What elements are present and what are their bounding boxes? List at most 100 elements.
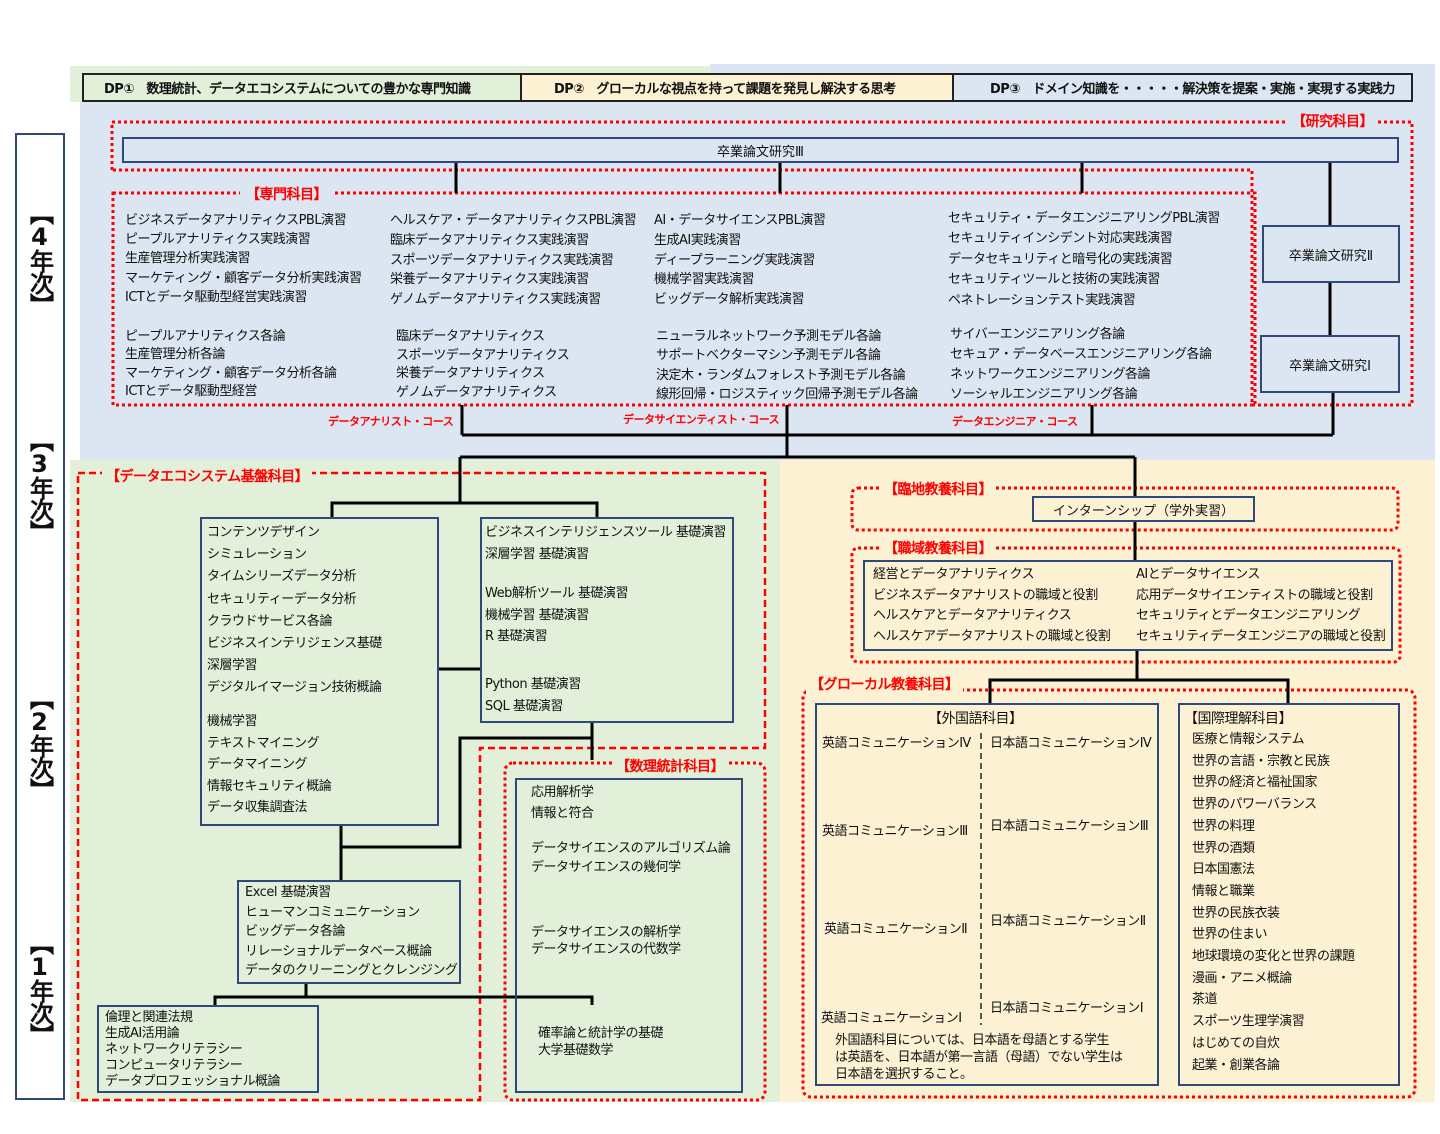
thesis-1-box: 卒業論文研究Ⅰ: [1260, 335, 1400, 393]
course-scientist-label: データサイエンティスト・コース: [623, 413, 780, 426]
course-item: ICTとデータ駆動型経営: [125, 383, 257, 399]
glocal-group-border: [801, 688, 1417, 1099]
course-item: 決定木・ランダムフォレスト予測モデル各論: [656, 367, 906, 383]
intl-understanding-header: 【国際理解科目】: [1184, 711, 1293, 727]
senmon-col1-practice: ビジネスデータアナリティクスPBL演習ピープルアナリティクス実践演習生産管理分析…: [125, 211, 362, 307]
senmon-col4-practice: セキュリティ・データエンジニアリングPBL演習セキュリティインシデント対応実践演…: [948, 209, 1220, 311]
thesis-2-label: 卒業論文研究Ⅱ: [1288, 248, 1374, 264]
rinchi-group-border: [850, 486, 1400, 532]
course-item: 日本国憲法: [1192, 862, 1255, 878]
course-item: ヒューマンコミュニケーション: [245, 904, 420, 920]
course-item: セキュリティインシデント対応実践演習: [948, 231, 1173, 247]
course-item: 生産管理分析各論: [125, 347, 226, 363]
course-item: 世界の経済と福祉国家: [1192, 775, 1318, 791]
course-item: ヘルスケア・データアナリティクスPBL演習: [390, 213, 637, 228]
research-label: 【研究科目】: [1288, 111, 1377, 131]
thesis-3-label: 卒業論文研究Ⅲ: [717, 144, 804, 160]
english-3: 英語コミュニケーションⅢ: [822, 824, 968, 839]
course-item: 世界の民族衣装: [1192, 905, 1280, 921]
course-item: ネットワークエンジニアリング各論: [950, 367, 1151, 382]
course-item: データ収集調査法: [207, 800, 308, 815]
course-item: ビジネスインテリジェンス基礎: [207, 636, 382, 652]
math-group1: 応用解析学情報と符合: [531, 782, 594, 824]
intl-understanding-list: 医療と情報システム世界の言語・宗教と民族世界の経済と福祉国家世界のパワーバランス…: [1192, 729, 1355, 1076]
math-group2: データサイエンスのアルゴリズム論データサイエンスの幾何学: [531, 839, 731, 877]
course-item: シミュレーション: [207, 547, 307, 563]
shokuiki-box: [863, 560, 1393, 651]
course-item: 臨床データアナリティクス: [396, 329, 545, 344]
course-item: 起業・創業各論: [1192, 1057, 1280, 1073]
eco-label: 【データエコシステム基盤科目】: [102, 466, 313, 486]
course-item: 世界の料理: [1192, 818, 1255, 834]
course-item: 情報と職業: [1192, 883, 1255, 899]
course-item: セキュリティツールと技術の実践演習: [948, 272, 1160, 288]
course-item: 日本語を選択すること。: [835, 1067, 973, 1082]
course-item: サポートベクターマシン予測モデル各論: [656, 348, 881, 364]
course-item: 応用データサイエンティストの職域と役割: [1136, 587, 1373, 603]
senmon-group-border: [111, 191, 1257, 407]
year-column: [15, 133, 65, 1100]
course-item: スポーツ生理学演習: [1192, 1014, 1305, 1030]
course-item: 栄養データアナリティクス: [396, 366, 545, 382]
research-group-border: [110, 120, 1414, 407]
eco-box-b-group2: Web解析ツール 基礎演習機械学習 基礎演習 R 基礎演習: [485, 583, 628, 648]
course-item: コンピュータリテラシー: [105, 1058, 243, 1073]
course-item: ビジネスデータアナリティクスPBL演習: [125, 213, 347, 228]
english-4: 英語コミュニケーションⅣ: [822, 736, 971, 751]
course-item: データプロフェッショナル概論: [105, 1074, 281, 1089]
senmon-col3-practice: AI・データサイエンスPBL演習生成AI実践演習ディープラーニング実践演習機械学…: [654, 211, 826, 310]
course-item: 倫理と関連法規: [105, 1010, 193, 1025]
course-item: データセキュリティと暗号化の実践演習: [948, 251, 1173, 267]
course-item: セキュリティデータエンジニアの職域と役割: [1136, 629, 1386, 645]
course-item: 機械学習: [207, 714, 258, 729]
course-item: 世界の言語・宗教と民族: [1192, 753, 1330, 769]
course-item: セキュリティーデータ分析: [207, 591, 357, 607]
senmon-col2-practice: ヘルスケア・データアナリティクスPBL演習臨床データアナリティクス実践演習スポー…: [390, 211, 637, 310]
japanese-2: 日本語コミュニケーションⅡ: [990, 914, 1146, 929]
senmon-label: 【専門科目】: [240, 184, 333, 204]
course-item: 応用解析学: [531, 785, 594, 800]
course-item: R 基礎演習: [485, 629, 548, 644]
course-item: Excel 基礎演習: [245, 885, 331, 900]
eco-box-d-list: 倫理と関連法規生成AI活用論ネットワークリテラシーコンピュータリテラシーデータプ…: [105, 1010, 281, 1090]
course-item: ゲノムデータアナリティクス実践演習: [390, 292, 601, 308]
dp2-area: [780, 460, 1435, 1102]
shokuiki-group-border: [850, 546, 1402, 664]
internship-box: インターンシップ（学外実習）: [1032, 496, 1255, 522]
dp2-header: DP② グローカルな視点を持って課題を発見し解決する思考: [520, 73, 954, 102]
foreign-language-box: [815, 703, 1159, 1086]
course-item: 栄養データアナリティクス実践演習: [390, 272, 589, 288]
course-item: 外国語科目については、日本語を母語とする学生: [835, 1033, 1109, 1048]
course-item: 機械学習 基礎演習: [485, 607, 589, 623]
course-item: Web解析ツール 基礎演習: [485, 586, 628, 601]
course-item: マーケティング・顧客データ分析実践演習: [125, 270, 362, 286]
intl-understanding-box: [1178, 703, 1400, 1086]
shokuiki-label: 【職域教養科目】: [880, 538, 996, 558]
course-item: AIとデータサイエンス: [1136, 567, 1260, 582]
course-item: タイムシリーズデータ分析: [207, 569, 357, 585]
course-item: 機械学習実践演習: [654, 272, 755, 288]
year-4-label: 【4年次】: [25, 200, 54, 315]
math-group4: 確率論と統計学の基礎大学基礎数学: [538, 1025, 664, 1059]
internship-label: インターンシップ（学外実習）: [1052, 503, 1235, 519]
course-item: 大学基礎数学: [538, 1043, 614, 1058]
course-item: 生成AI実践演習: [654, 232, 741, 248]
japanese-1: 日本語コミュニケーションⅠ: [990, 1001, 1144, 1016]
course-item: ピープルアナリティクス実践演習: [125, 232, 311, 248]
english-1: 英語コミュニケーションⅠ: [821, 1011, 962, 1026]
math-label: 【数理統計科目】: [612, 756, 728, 776]
course-item: ペネトレーションテスト実践演習: [948, 292, 1136, 308]
course-item: はじめての自炊: [1192, 1035, 1280, 1051]
course-item: 地球環境の変化と世界の課題: [1192, 949, 1355, 965]
course-item: データサイエンスの幾何学: [531, 860, 681, 875]
dp3-header: DP③ ドメイン知識を・・・・・解決策を提案・実施・実現する実践力: [952, 73, 1413, 102]
course-item: ネットワークリテラシー: [105, 1042, 243, 1057]
course-item: 世界の住まい: [1192, 927, 1268, 943]
foreign-language-header: 【外国語科目】: [928, 711, 1023, 727]
course-item: テキストマイニング: [207, 735, 320, 751]
japanese-3: 日本語コミュニケーションⅢ: [990, 819, 1149, 834]
course-item: コンテンツデザイン: [207, 525, 320, 540]
course-item: 線形回帰・ロジスティック回帰予測モデル各論: [656, 386, 918, 402]
